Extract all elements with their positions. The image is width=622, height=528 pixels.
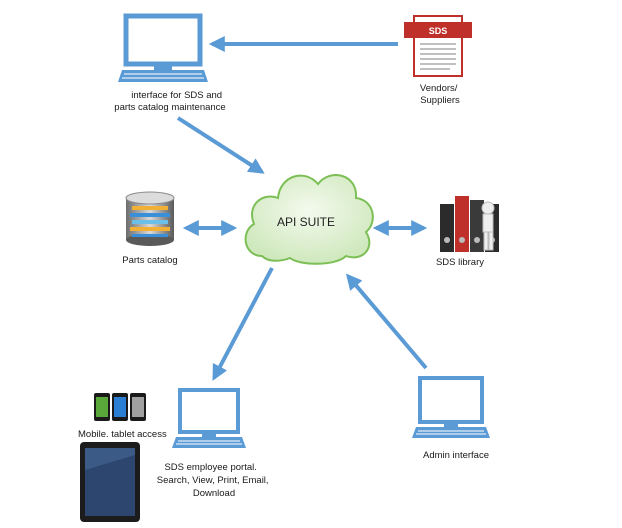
parts-catalog-label: Parts catalog bbox=[122, 255, 177, 266]
smartphones-icon bbox=[94, 393, 146, 421]
vendors-label: Vendors/ Suppliers bbox=[420, 83, 460, 106]
arrow-maintenance-to-api bbox=[176, 116, 265, 174]
mobile-label: Mobile. tablet access bbox=[78, 429, 167, 440]
arrow-api-to-portal bbox=[212, 267, 274, 381]
binders-icon bbox=[440, 196, 499, 252]
sds-badge: SDS bbox=[429, 26, 448, 36]
admin-label: Admin interface bbox=[423, 450, 489, 461]
portal-label: SDS employee portal. Search, View, Print… bbox=[157, 462, 271, 499]
maintenance-computer-icon bbox=[118, 13, 208, 82]
portal-computer-icon bbox=[172, 388, 246, 448]
database-icon bbox=[125, 191, 175, 246]
api-suite-cloud-icon bbox=[244, 174, 374, 265]
arrows bbox=[176, 36, 428, 381]
sds-document-icon: SDS bbox=[404, 15, 472, 77]
admin-computer-icon bbox=[412, 376, 490, 438]
sds-library-label: SDS library bbox=[436, 257, 484, 268]
arrow-admin-to-api bbox=[345, 273, 428, 370]
maintenance-label: interface for SDS and parts catalog main… bbox=[114, 90, 225, 113]
api-suite-label: API SUITE bbox=[277, 215, 335, 229]
tablet-icon bbox=[80, 442, 140, 522]
